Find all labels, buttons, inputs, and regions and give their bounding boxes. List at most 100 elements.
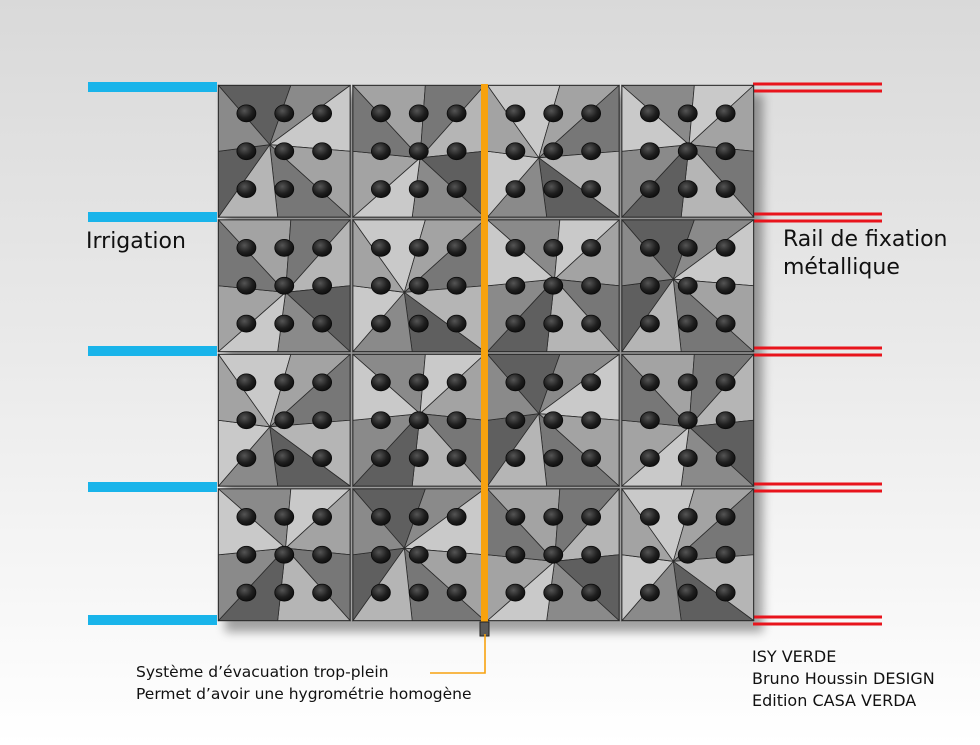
planting-hole bbox=[505, 238, 526, 257]
planting-hole bbox=[236, 276, 257, 295]
planting-hole bbox=[370, 314, 391, 333]
planting-hole bbox=[370, 449, 391, 468]
wall-module bbox=[621, 218, 755, 353]
planting-hole bbox=[446, 314, 467, 333]
planting-hole bbox=[236, 583, 257, 602]
fixation-rails bbox=[753, 82, 882, 626]
planting-hole bbox=[408, 276, 429, 295]
planting-hole bbox=[639, 449, 660, 468]
planting-hole bbox=[581, 373, 602, 392]
planting-hole bbox=[715, 142, 736, 161]
fixation-rail bbox=[753, 346, 882, 357]
planting-hole bbox=[236, 449, 257, 468]
planting-hole bbox=[639, 238, 660, 257]
planting-hole bbox=[446, 238, 467, 257]
credit-product: ISY VERDE bbox=[752, 647, 837, 666]
planting-hole bbox=[677, 449, 698, 468]
irrigation-pipe bbox=[88, 482, 217, 492]
planting-hole bbox=[408, 411, 429, 430]
planting-hole bbox=[543, 411, 564, 430]
planting-hole bbox=[505, 411, 526, 430]
planting-hole bbox=[236, 180, 257, 199]
fixation-rail-label-line2: métallique bbox=[783, 255, 900, 280]
planting-hole bbox=[581, 238, 602, 257]
planting-hole bbox=[312, 449, 333, 468]
planting-hole bbox=[370, 238, 391, 257]
planting-hole bbox=[581, 104, 602, 123]
fixation-rail bbox=[753, 212, 882, 223]
wall-module bbox=[351, 84, 486, 218]
planting-hole bbox=[408, 449, 429, 468]
planting-hole bbox=[715, 507, 736, 526]
planting-hole bbox=[312, 545, 333, 564]
wall-module bbox=[217, 353, 352, 488]
planting-hole bbox=[639, 583, 660, 602]
planting-hole bbox=[715, 449, 736, 468]
planting-hole bbox=[446, 411, 467, 430]
planting-hole bbox=[274, 180, 295, 199]
planting-hole bbox=[408, 238, 429, 257]
wall-module bbox=[351, 353, 486, 488]
planting-hole bbox=[639, 545, 660, 564]
wall-module bbox=[352, 218, 486, 353]
planting-hole bbox=[408, 583, 429, 602]
planting-hole bbox=[446, 373, 467, 392]
planting-hole bbox=[715, 583, 736, 602]
planting-hole bbox=[408, 507, 429, 526]
planting-hole bbox=[446, 449, 467, 468]
planting-hole bbox=[715, 314, 736, 333]
planting-hole bbox=[677, 545, 698, 564]
planting-hole bbox=[274, 411, 295, 430]
wall-module bbox=[217, 218, 352, 353]
irrigation-pipe bbox=[88, 212, 217, 222]
planting-hole bbox=[446, 104, 467, 123]
planting-hole bbox=[236, 314, 257, 333]
wall-module bbox=[217, 488, 352, 622]
planting-hole bbox=[505, 104, 526, 123]
credits: ISY VERDE Bruno Houssin DESIGN Edition C… bbox=[752, 646, 935, 712]
planting-hole bbox=[408, 314, 429, 333]
planting-hole bbox=[505, 583, 526, 602]
planting-hole bbox=[274, 545, 295, 564]
planting-hole bbox=[274, 142, 295, 161]
credit-designer: Bruno Houssin DESIGN bbox=[752, 669, 935, 688]
planting-hole bbox=[505, 314, 526, 333]
planting-hole bbox=[677, 142, 698, 161]
overflow-caption-line1: Système d’évacuation trop-plein bbox=[136, 663, 389, 681]
planting-hole bbox=[236, 142, 257, 161]
planting-hole bbox=[370, 180, 391, 199]
planting-hole bbox=[543, 507, 564, 526]
credit-edition: Edition CASA VERDA bbox=[752, 691, 917, 710]
planting-hole bbox=[236, 238, 257, 257]
planting-hole bbox=[715, 411, 736, 430]
planting-hole bbox=[581, 276, 602, 295]
planting-hole bbox=[274, 238, 295, 257]
planting-hole bbox=[505, 449, 526, 468]
planting-hole bbox=[677, 276, 698, 295]
planting-hole bbox=[274, 449, 295, 468]
irrigation-pipes bbox=[88, 82, 217, 625]
overflow-channel bbox=[430, 84, 490, 674]
planting-hole bbox=[446, 583, 467, 602]
planting-hole bbox=[370, 545, 391, 564]
planting-hole bbox=[408, 104, 429, 123]
planting-hole bbox=[543, 104, 564, 123]
planting-hole bbox=[543, 180, 564, 199]
planting-hole bbox=[408, 373, 429, 392]
planting-hole bbox=[639, 411, 660, 430]
fixation-rail-label-line1: Rail de fixation bbox=[783, 227, 948, 252]
planting-hole bbox=[446, 276, 467, 295]
planting-hole bbox=[312, 411, 333, 430]
planting-hole bbox=[543, 142, 564, 161]
planting-hole bbox=[715, 373, 736, 392]
fixation-rail-label: Rail de fixation métallique bbox=[783, 226, 948, 282]
planting-hole bbox=[639, 104, 660, 123]
planting-hole bbox=[370, 583, 391, 602]
wall-module bbox=[620, 353, 755, 487]
planting-hole bbox=[370, 411, 391, 430]
wall-module bbox=[486, 353, 621, 488]
planting-hole bbox=[543, 545, 564, 564]
planting-hole bbox=[408, 545, 429, 564]
planting-hole bbox=[370, 276, 391, 295]
planting-hole bbox=[408, 142, 429, 161]
